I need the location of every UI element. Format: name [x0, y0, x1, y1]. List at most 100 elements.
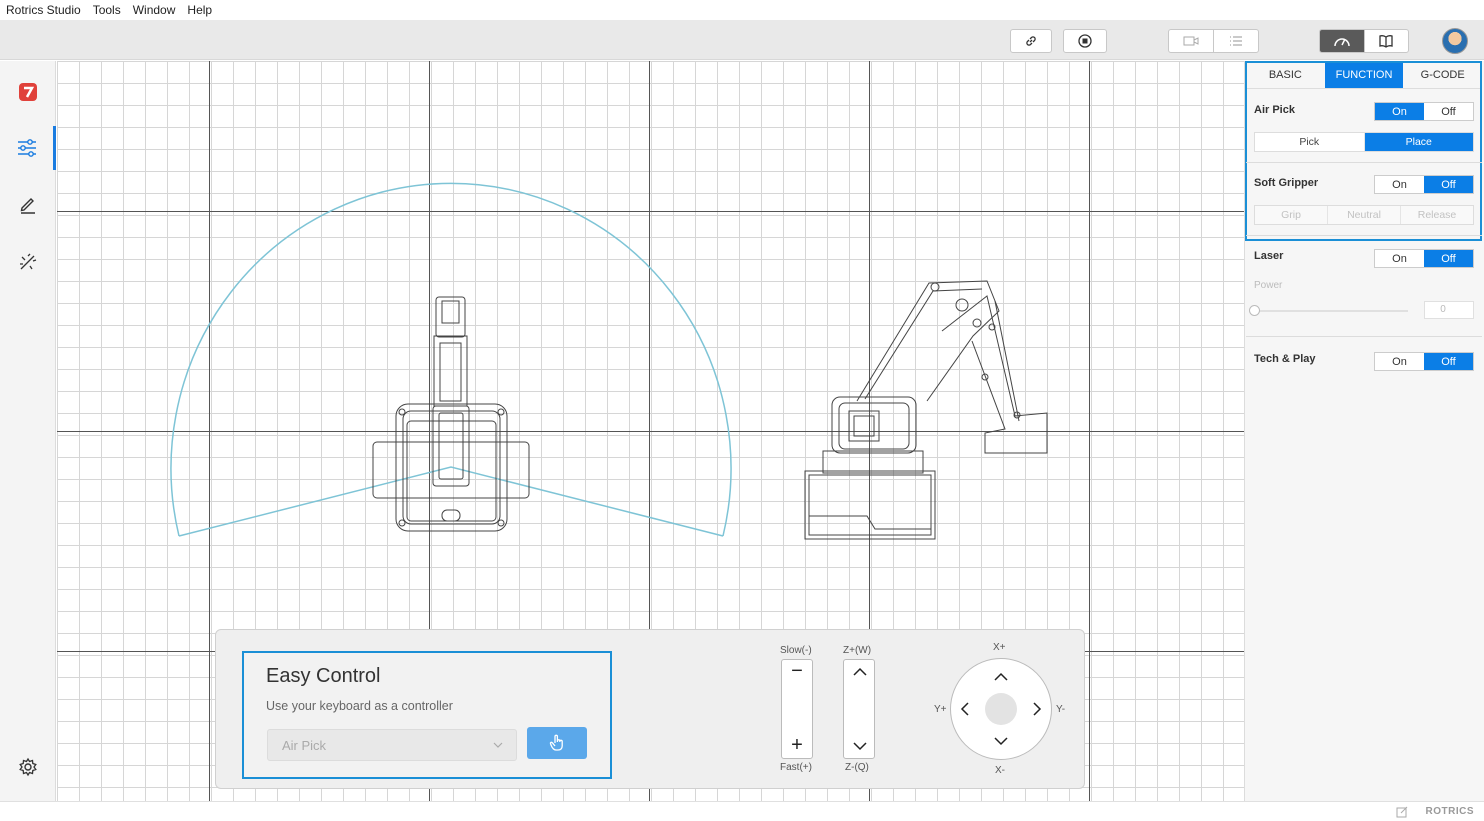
neutral-button[interactable]: Neutral [1327, 206, 1400, 224]
air-pick-toggle[interactable]: On Off [1374, 102, 1474, 121]
laser-on[interactable]: On [1392, 252, 1407, 265]
tech-play-off[interactable]: Off [1424, 353, 1473, 370]
sidebar-item-control[interactable] [0, 126, 56, 170]
note-icon[interactable] [1396, 806, 1408, 818]
status-bar: ROTRICS [0, 801, 1484, 821]
robot-drawings [170, 182, 1048, 540]
chevron-down-icon [493, 742, 503, 748]
chevron-left-icon[interactable] [959, 701, 971, 717]
air-pick-label: Air Pick [1254, 104, 1295, 116]
panel-tabs: BASIC FUNCTION G-CODE [1246, 61, 1483, 89]
left-sidebar [0, 61, 56, 801]
speed-slider[interactable]: − + [781, 659, 813, 759]
divider [1246, 336, 1482, 337]
laser-off[interactable]: Off [1424, 250, 1473, 267]
book-icon [1379, 35, 1393, 48]
fast-label: Fast(+) [780, 762, 812, 773]
pencil-icon [20, 198, 35, 214]
z-axis-control[interactable] [843, 659, 875, 759]
menu-help[interactable]: Help [187, 3, 213, 17]
workspace-range [170, 182, 732, 537]
slow-label: Slow(-) [780, 645, 812, 656]
easy-control-title: Easy Control [266, 665, 381, 687]
xy-dpad[interactable] [950, 658, 1052, 760]
tab-function[interactable]: FUNCTION [1324, 61, 1404, 89]
menubar: Rotrics Studio Tools Window Help [0, 0, 1484, 20]
y-minus-label: Y- [1056, 704, 1066, 715]
release-button[interactable]: Release [1400, 206, 1473, 224]
brand-logo: ROTRICS [1425, 806, 1474, 817]
z-up-icon[interactable] [852, 666, 868, 678]
pick-button[interactable]: Pick [1299, 136, 1320, 148]
tab-basic[interactable]: BASIC [1246, 61, 1325, 89]
gripper-action: Grip Neutral Release [1254, 205, 1474, 225]
power-label: Power [1254, 280, 1283, 291]
toolbar [0, 20, 1484, 60]
menu-window[interactable]: Window [132, 3, 176, 17]
soft-gripper-label: Soft Gripper [1254, 177, 1319, 189]
soft-gripper-off[interactable]: Off [1424, 176, 1473, 193]
easy-control-subtitle: Use your keyboard as a controller [266, 699, 453, 713]
sidebar-item-laser[interactable] [0, 240, 56, 284]
soft-gripper-on[interactable]: On [1392, 178, 1407, 191]
enable-keyboard-control-button[interactable] [527, 727, 587, 759]
robot-top-view [372, 296, 530, 532]
chevron-right-icon[interactable] [1031, 701, 1043, 717]
air-pick-on[interactable]: On [1375, 103, 1424, 120]
stop-record-button[interactable] [1063, 29, 1107, 53]
sidebar-item-settings[interactable] [0, 745, 56, 789]
link-button[interactable] [1010, 29, 1052, 53]
tech-play-label: Tech & Play [1254, 353, 1316, 365]
power-slider-handle[interactable] [1249, 305, 1260, 316]
x-minus-label: X- [995, 765, 1005, 776]
video-icon [1183, 36, 1199, 46]
z-down-label: Z-(Q) [845, 762, 869, 773]
chevron-up-icon[interactable] [993, 671, 1009, 683]
view-toggle-group [1168, 29, 1259, 53]
speed-increase-button[interactable]: + [791, 734, 803, 756]
laser-toggle[interactable]: On Off [1374, 249, 1474, 268]
easy-control-box: Easy Control Use your keyboard as a cont… [242, 651, 612, 779]
video-button[interactable] [1169, 30, 1213, 52]
speed-decrease-button[interactable]: − [791, 660, 803, 682]
z-up-label: Z+(W) [843, 645, 872, 656]
stop-record-icon [1078, 34, 1092, 48]
mode-select[interactable]: Air Pick [267, 729, 517, 761]
logo-icon [19, 83, 37, 101]
soft-gripper-toggle[interactable]: On Off [1374, 175, 1474, 194]
power-slider-track[interactable] [1254, 310, 1408, 312]
mode-toggle-group [1319, 29, 1409, 53]
dpad-center[interactable] [985, 693, 1017, 725]
x-plus-label: X+ [993, 642, 1006, 653]
divider [1246, 162, 1482, 163]
chevron-down-icon[interactable] [993, 735, 1009, 747]
list-icon [1230, 36, 1242, 46]
y-plus-label: Y+ [934, 704, 947, 715]
mode-select-value: Air Pick [282, 738, 327, 753]
sliders-icon [17, 139, 36, 157]
air-pick-action: Pick Place [1254, 132, 1474, 152]
speedometer-button[interactable] [1320, 30, 1364, 52]
gear-icon [19, 757, 37, 777]
power-input[interactable]: 0 [1424, 301, 1474, 319]
robot-side-view [804, 280, 1048, 540]
grip-button[interactable]: Grip [1255, 206, 1327, 224]
link-icon [1026, 36, 1036, 46]
air-pick-off[interactable]: Off [1441, 105, 1456, 118]
menu-app[interactable]: Rotrics Studio [6, 3, 81, 17]
speedometer-icon [1334, 38, 1350, 47]
function-highlight-outline [1245, 61, 1482, 241]
sidebar-item-write[interactable] [0, 182, 56, 226]
divider [1246, 235, 1482, 236]
tech-play-toggle[interactable]: On Off [1374, 352, 1474, 371]
tab-gcode[interactable]: G-CODE [1403, 61, 1483, 89]
hand-pointer-icon [549, 734, 563, 751]
list-button[interactable] [1213, 30, 1258, 52]
place-button[interactable]: Place [1363, 133, 1473, 151]
user-avatar[interactable] [1442, 28, 1468, 54]
z-down-icon[interactable] [852, 740, 868, 752]
sidebar-logo[interactable] [0, 70, 56, 114]
book-button[interactable] [1363, 30, 1409, 52]
menu-tools[interactable]: Tools [92, 3, 121, 17]
tech-play-on[interactable]: On [1392, 355, 1407, 368]
